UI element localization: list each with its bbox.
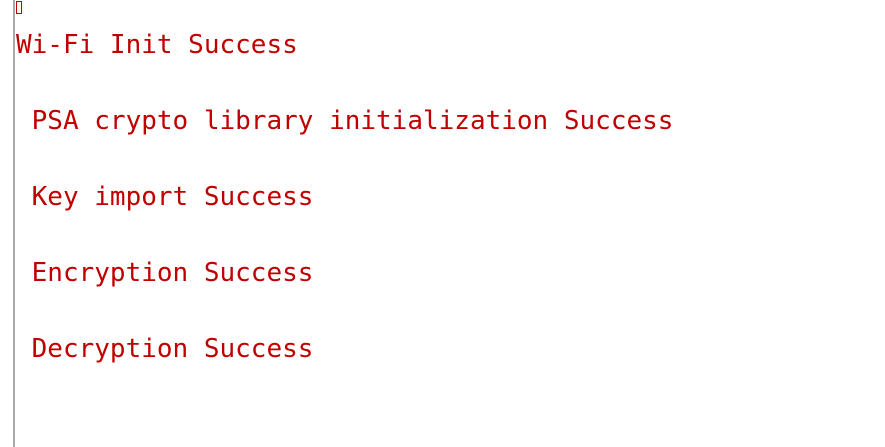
log-line-decryption: Decryption Success (16, 334, 314, 364)
log-line-wifi-init: Wi-Fi Init Success (16, 30, 298, 60)
log-line-key-import: Key import Success (16, 182, 314, 212)
unprintable-char-icon (16, 1, 22, 14)
log-line-encryption: Encryption Success (16, 258, 314, 288)
log-line-psa-init: PSA crypto library initialization Succes… (16, 106, 674, 136)
console-left-border (13, 0, 15, 447)
